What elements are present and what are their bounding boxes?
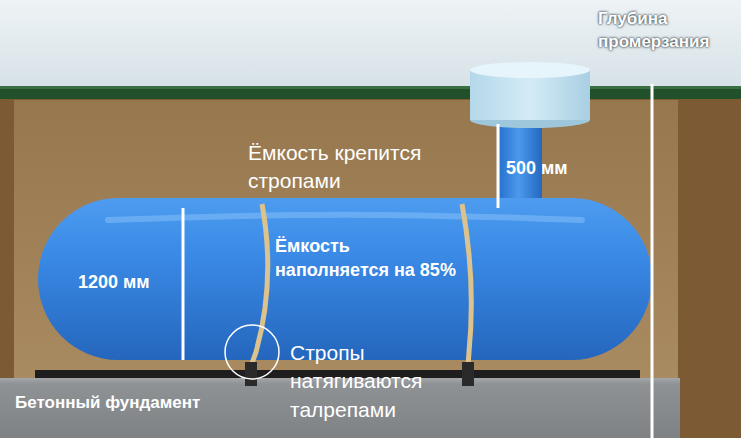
- sling-strap: [462, 204, 471, 366]
- tank-note: Ёмкость наполняется на 85%: [275, 234, 463, 283]
- grass-strip: [0, 86, 741, 99]
- cap-top: [470, 62, 590, 78]
- dimension-line: [497, 124, 500, 208]
- soil: [0, 92, 741, 438]
- tank-body: Ёмкость наполняется на 85% 1200 мм: [38, 198, 652, 362]
- dimension-line: [182, 208, 185, 360]
- turnbuckle-post: [245, 362, 257, 386]
- dimension-label: 1200 мм: [78, 270, 188, 294]
- frost-line: [651, 84, 654, 438]
- grass-edge: [0, 86, 741, 89]
- note-label: Стропы натягиваются талрепами: [290, 339, 455, 424]
- tank-shell: [38, 198, 652, 360]
- sky: [0, 0, 741, 100]
- dimension-label: 500 мм: [506, 156, 586, 180]
- tank-highlight: [108, 215, 582, 220]
- highlight-circle: [225, 325, 279, 379]
- frost-depth-label: Глубина промерзания: [598, 8, 734, 54]
- turnbuckle-post: [462, 362, 474, 386]
- note-label: Ёмкость крепится стропами: [248, 139, 493, 196]
- sling-strap: [251, 204, 268, 366]
- foundation-label: Бетонный фундамент: [15, 392, 315, 415]
